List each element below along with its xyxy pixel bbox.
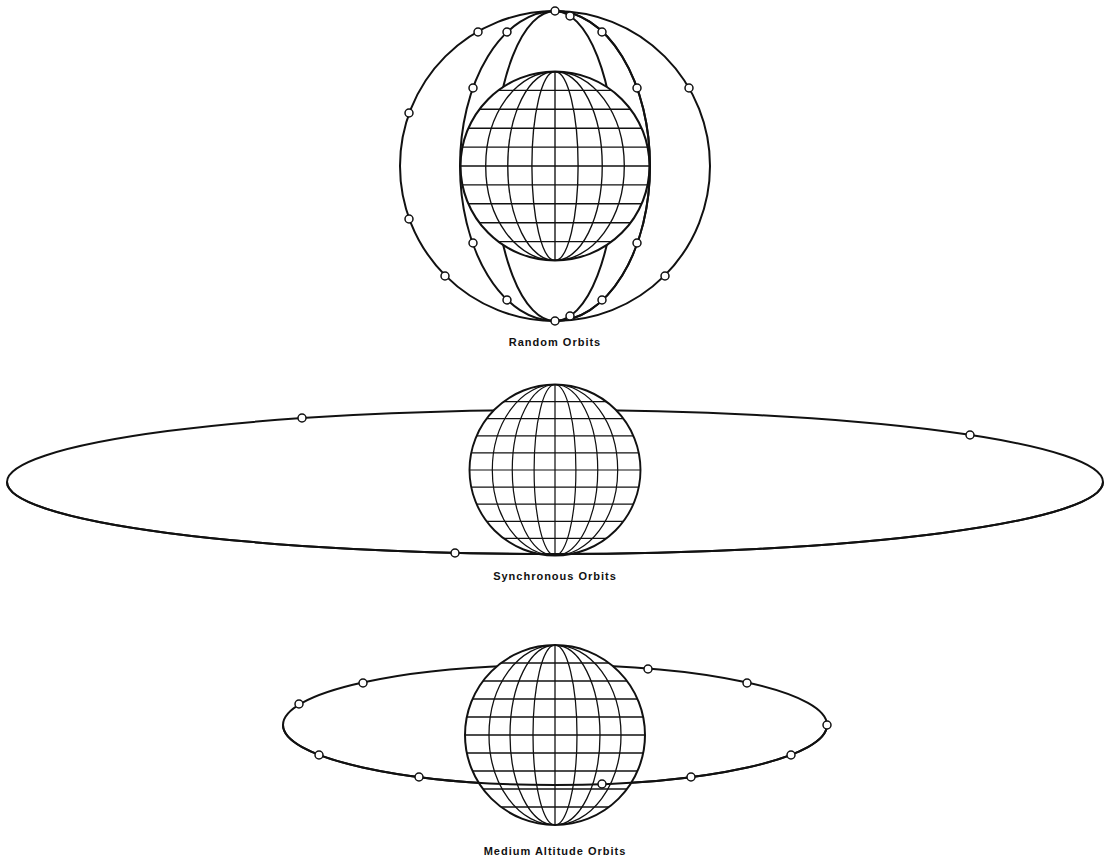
orbit-front: [283, 725, 827, 785]
random-orbits: [400, 11, 710, 321]
orbit-front: [555, 11, 650, 321]
orbit-front: [7, 482, 1103, 554]
globe: [470, 385, 641, 556]
satellites: [295, 665, 831, 788]
caption-label: Synchronous Orbits: [491, 570, 619, 582]
caption-label: Medium Altitude Orbits: [482, 845, 629, 857]
satellites: [298, 414, 974, 557]
satellites: [405, 7, 693, 325]
caption-label: Random Orbits: [507, 336, 603, 348]
globe: [465, 645, 645, 825]
globe: [461, 72, 650, 261]
